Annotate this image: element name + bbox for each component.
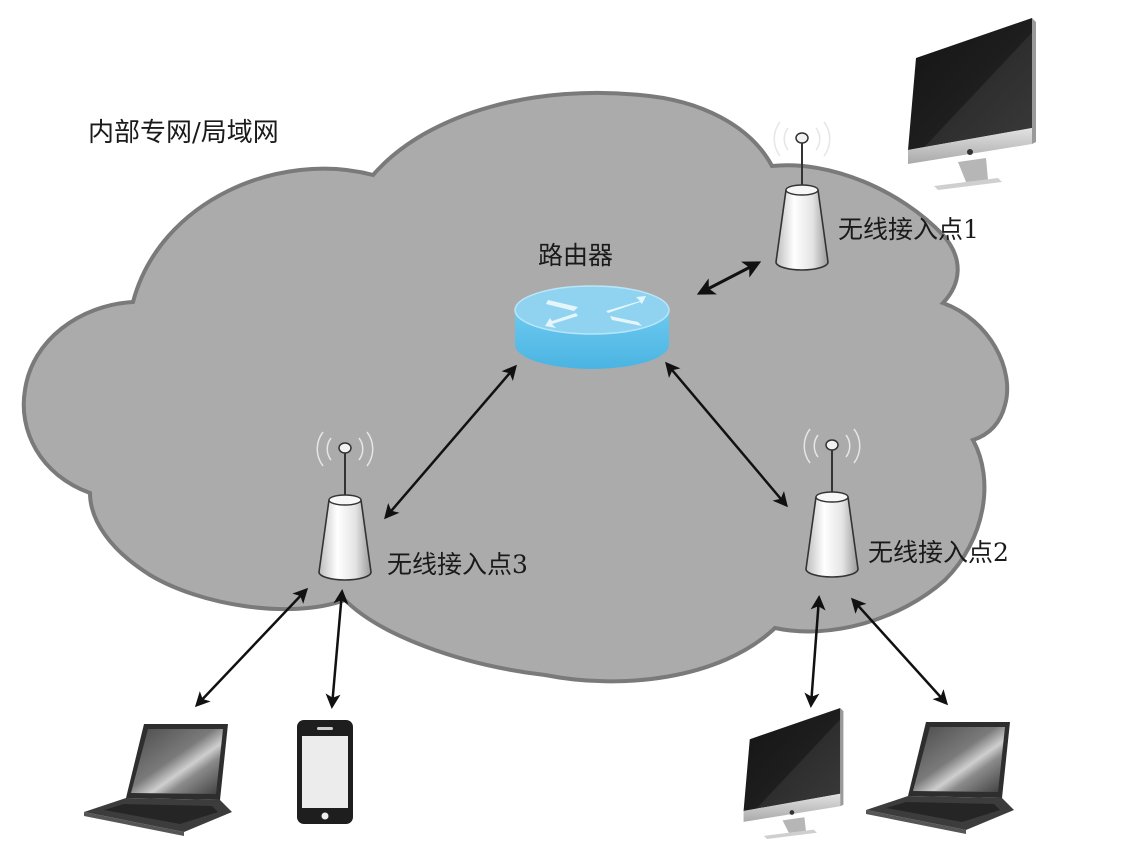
router-icon bbox=[514, 285, 670, 369]
access-point-1-label: 无线接入点1 bbox=[838, 215, 979, 244]
link-ap2-laptop2 bbox=[850, 597, 949, 706]
network-cloud bbox=[21, 90, 1010, 684]
access-point-3-label: 无线接入点3 bbox=[387, 550, 528, 579]
link-ap2-desktop2 bbox=[804, 595, 826, 708]
smartphone-icon bbox=[297, 720, 353, 824]
laptop-icon bbox=[866, 722, 1014, 834]
network-label: 内部专网/局域网 bbox=[88, 118, 279, 148]
links bbox=[194, 261, 949, 709]
link-router-ap3 bbox=[384, 364, 517, 520]
desktop-computer-icon bbox=[908, 18, 1036, 190]
wireless-access-point-icon bbox=[803, 428, 861, 578]
wireless-access-point-icon bbox=[316, 431, 374, 581]
desktop-computer-icon bbox=[743, 708, 844, 840]
router-label: 路由器 bbox=[538, 241, 614, 270]
link-router-ap2 bbox=[665, 361, 788, 508]
link-router-ap1 bbox=[696, 261, 762, 295]
laptop-icon bbox=[84, 724, 232, 836]
link-ap3-laptop1 bbox=[194, 587, 309, 708]
wireless-access-point-icon bbox=[773, 121, 831, 271]
link-ap3-phone1 bbox=[325, 589, 349, 709]
access-point-2-label: 无线接入点2 bbox=[868, 538, 1009, 567]
